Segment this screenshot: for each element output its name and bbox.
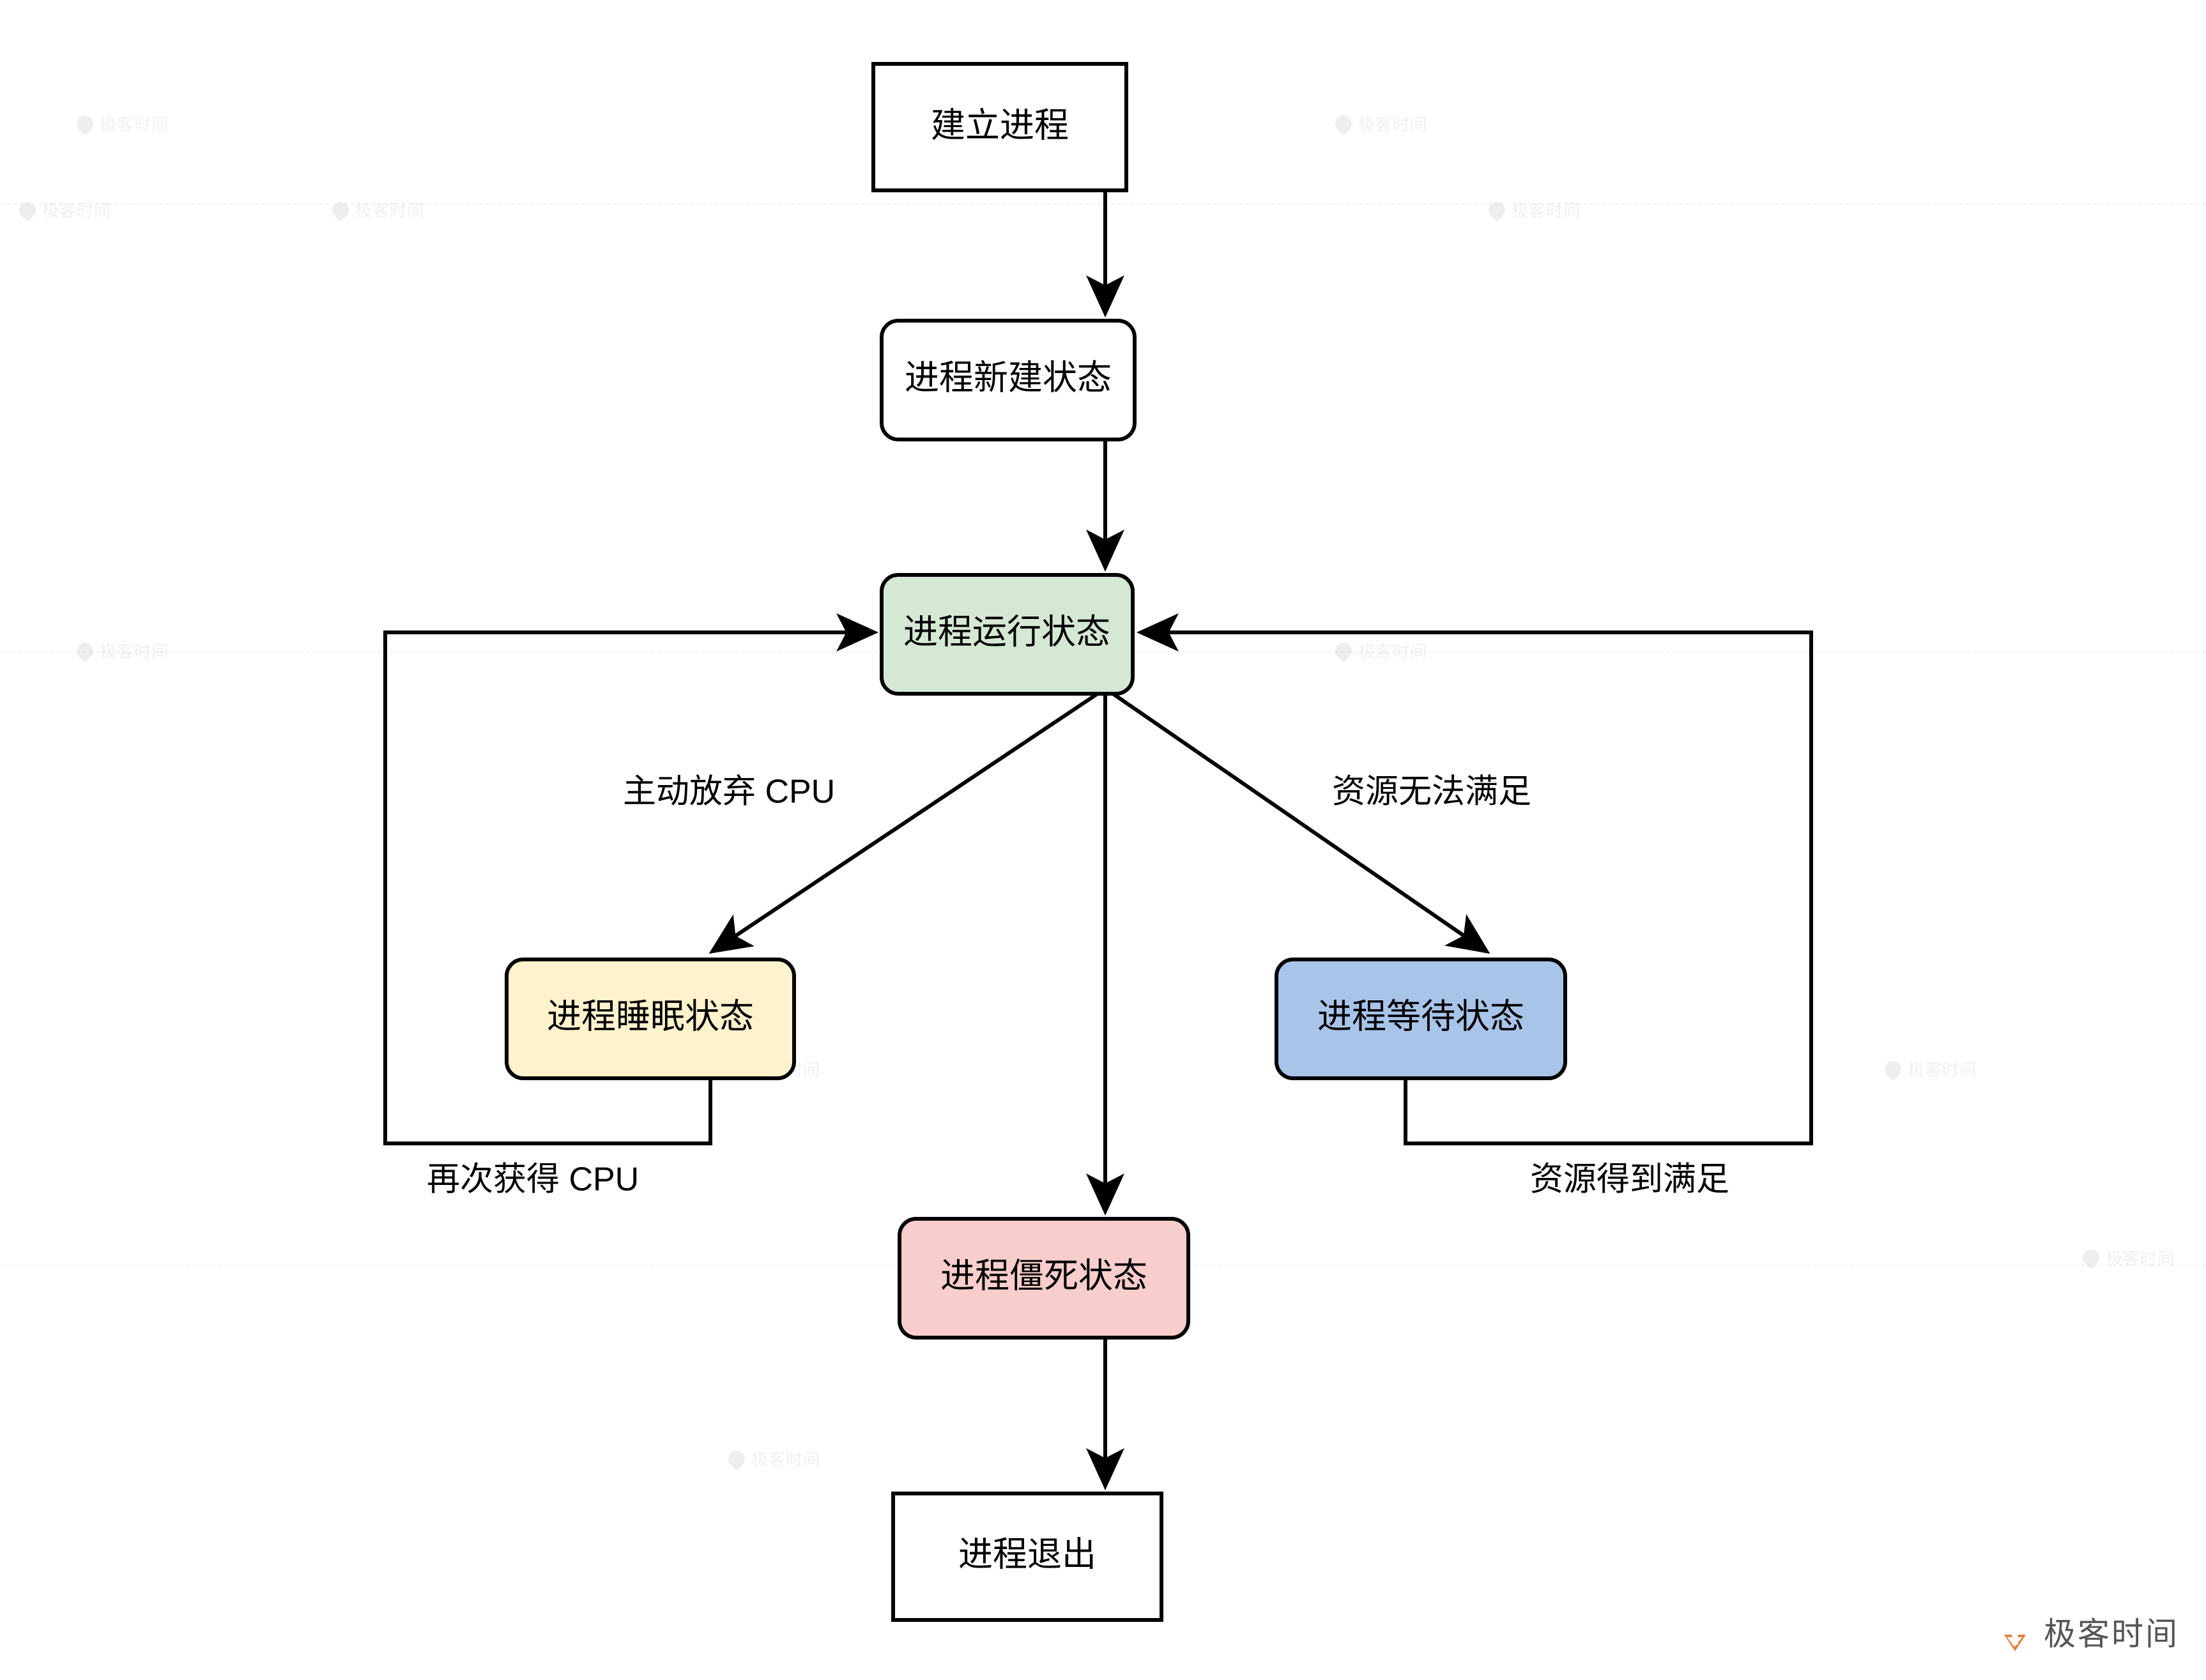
node-create-process-label: 建立进程: [931, 106, 1069, 144]
edge-running-to-waiting: [1112, 692, 1490, 954]
edge-label-yield-cpu: 主动放弃 CPU: [623, 774, 835, 811]
guide-line: [0, 203, 2206, 204]
node-sleeping-state-label: 进程睡眠状态: [547, 997, 754, 1035]
node-zombie-state-label: 进程僵死状态: [940, 1256, 1147, 1295]
node-create-process-shape[interactable]: [871, 62, 1128, 192]
node-process-exit[interactable]: 进程退出: [891, 1492, 1163, 1622]
node-waiting-state-shape[interactable]: [1275, 958, 1567, 1080]
node-waiting-state-label: 进程等待状态: [1317, 997, 1524, 1035]
node-process-exit-shape[interactable]: [891, 1492, 1163, 1622]
node-running-state-label: 进程运行状态: [903, 613, 1110, 651]
node-new-state-shape[interactable]: [880, 319, 1137, 441]
edge-label-regain-cpu: 再次获得 CPU: [427, 1161, 639, 1198]
node-create-process[interactable]: 建立进程: [871, 62, 1128, 192]
node-new-state[interactable]: 进程新建状态: [880, 319, 1137, 441]
brand-name: 极客时间: [2044, 1615, 2179, 1653]
location-pin-icon: [1996, 1613, 2034, 1651]
node-running-state-shape[interactable]: [880, 573, 1135, 696]
node-sleeping-state[interactable]: 进程睡眠状态: [505, 958, 796, 1080]
node-zombie-state[interactable]: 进程僵死状态: [898, 1217, 1190, 1340]
node-sleeping-state-shape[interactable]: [505, 958, 796, 1080]
node-waiting-state[interactable]: 进程等待状态: [1275, 958, 1567, 1080]
edge-waiting-to-running: [1137, 613, 1813, 1145]
edge-label-resource-available: 资源得到满足: [1530, 1161, 1729, 1198]
edge-sleeping-to-running: [383, 613, 878, 1145]
edge-running-to-sleeping: [709, 692, 1099, 954]
node-new-state-label: 进程新建状态: [905, 358, 1112, 397]
node-process-exit-label: 进程退出: [958, 1535, 1096, 1573]
node-running-state[interactable]: 进程运行状态: [880, 573, 1135, 696]
node-zombie-state-shape[interactable]: [898, 1217, 1190, 1340]
brand-logo: 极客时间: [1996, 1608, 2179, 1654]
edge-label-resource-unavailable: 资源无法满足: [1332, 774, 1531, 811]
